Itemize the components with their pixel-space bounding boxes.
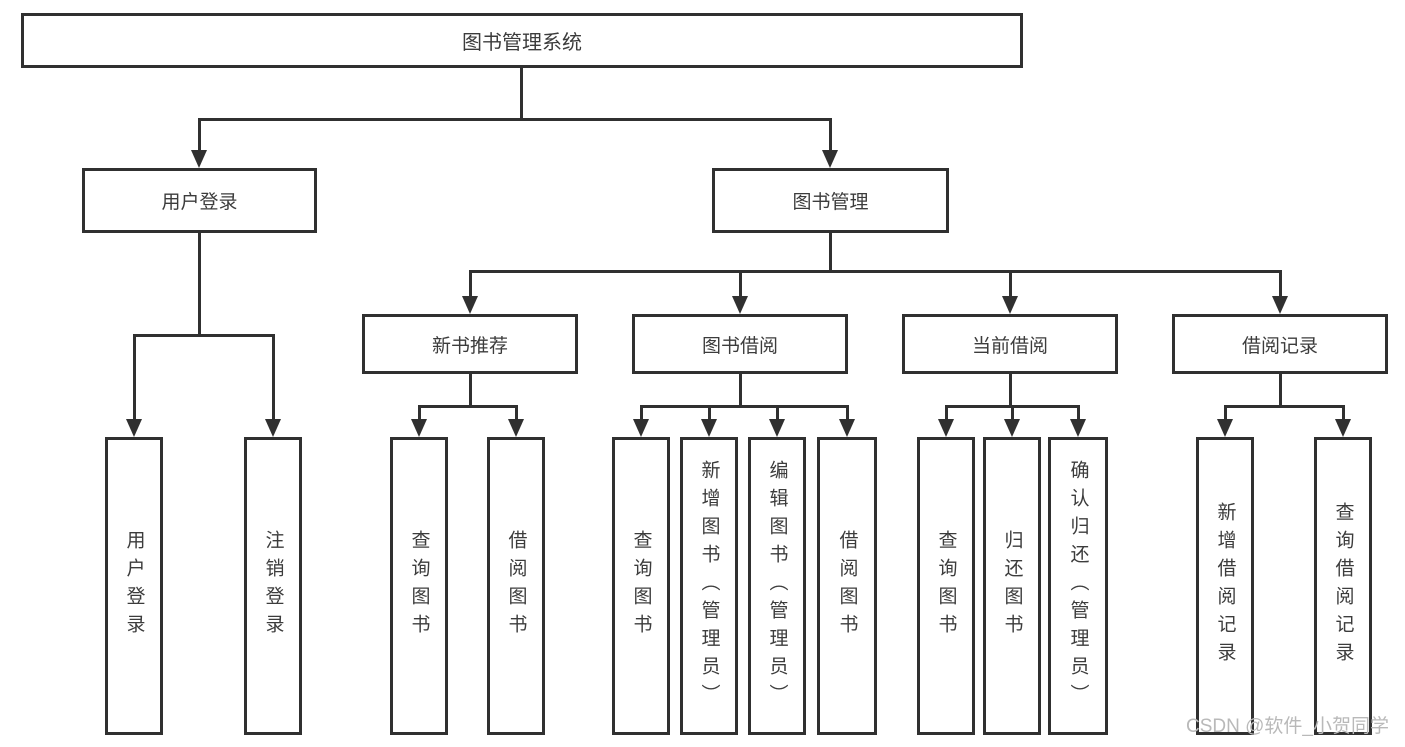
connector-arrow-down (411, 419, 427, 437)
node-new-book-recommend: 新书推荐 (362, 314, 578, 374)
node-label: 借阅记录 (1241, 335, 1318, 357)
leaf-borrow-books: 借阅图书 (817, 437, 877, 735)
connector-line (418, 405, 421, 422)
connector-line (520, 68, 523, 120)
connector-line (739, 374, 742, 408)
node-book-borrow: 图书借阅 (632, 314, 848, 374)
connector-arrow-down (191, 150, 207, 168)
leaf-label: 归还图书 (1001, 530, 1023, 642)
node-label: 当前借阅 (971, 335, 1048, 357)
connector-line (469, 270, 1282, 273)
connector-arrow-down (1272, 296, 1288, 314)
leaf-edit-book-admin: 编辑图书（管理员） (748, 437, 806, 735)
connector-arrow-down (1002, 296, 1018, 314)
connector-arrow-down (462, 296, 478, 314)
leaf-label: 新增借阅记录 (1214, 502, 1236, 670)
connector-line (846, 405, 849, 422)
node-label: 图书借阅 (701, 335, 778, 357)
node-borrow-records: 借阅记录 (1172, 314, 1388, 374)
leaf-logout: 注销登录 (244, 437, 302, 735)
leaf-add-borrow-record: 新增借阅记录 (1196, 437, 1254, 735)
connector-line (1009, 374, 1012, 408)
leaf-label: 新增图书（管理员） (698, 460, 720, 712)
connector-line (198, 233, 201, 336)
connector-line (1009, 270, 1012, 298)
connector-line (469, 374, 472, 408)
leaf-label: 查询借阅记录 (1332, 502, 1354, 670)
node-library-system: 图书管理系统 (21, 13, 1023, 68)
leaf-query-books-current: 查询图书 (917, 437, 975, 735)
connector-line (1279, 374, 1282, 408)
connector-line (133, 334, 136, 422)
connector-arrow-down (1004, 419, 1020, 437)
connector-line (739, 270, 742, 298)
connector-arrow-down (265, 419, 281, 437)
connector-line (1224, 405, 1344, 408)
connector-arrow-down (822, 150, 838, 168)
leaf-label: 查询图书 (408, 530, 430, 642)
node-label: 图书管理系统 (462, 32, 582, 54)
node-label: 新书推荐 (431, 335, 508, 357)
connector-line (1279, 270, 1282, 298)
connector-arrow-down (633, 419, 649, 437)
connector-line (1011, 405, 1014, 422)
leaf-borrow-books-recommend: 借阅图书 (487, 437, 545, 735)
leaf-label: 借阅图书 (836, 530, 858, 642)
leaf-label: 查询图书 (935, 530, 957, 642)
leaf-query-borrow-record: 查询借阅记录 (1314, 437, 1372, 735)
csdn-watermark: CSDN @软件_小贺同学 (1186, 716, 1389, 737)
node-label: 用户登录 (161, 192, 238, 213)
connector-line (133, 334, 275, 337)
leaf-add-book-admin: 新增图书（管理员） (680, 437, 738, 735)
connector-line (1077, 405, 1080, 422)
node-book-management: 图书管理 (712, 168, 949, 233)
connector-line (829, 233, 832, 273)
leaf-query-books-recommend: 查询图书 (390, 437, 448, 735)
node-user-login: 用户登录 (82, 168, 317, 233)
connector-arrow-down (701, 419, 717, 437)
connector-line (272, 334, 275, 422)
node-current-borrow: 当前借阅 (902, 314, 1118, 374)
connector-arrow-down (1217, 419, 1233, 437)
connector-arrow-down (1335, 419, 1351, 437)
connector-line (776, 405, 779, 422)
connector-line (829, 118, 832, 154)
connector-line (515, 405, 518, 422)
leaf-query-books-borrow: 查询图书 (612, 437, 670, 735)
connector-arrow-down (508, 419, 524, 437)
connector-arrow-down (839, 419, 855, 437)
connector-arrow-down (769, 419, 785, 437)
connector-line (640, 405, 643, 422)
leaf-label: 编辑图书（管理员） (766, 460, 788, 712)
connector-arrow-down (732, 296, 748, 314)
leaf-return-book: 归还图书 (983, 437, 1041, 735)
connector-line (469, 270, 472, 298)
connector-line (198, 118, 832, 121)
leaf-user-login: 用户登录 (105, 437, 163, 735)
leaf-label: 确认归还（管理员） (1067, 460, 1089, 712)
connector-line (708, 405, 711, 422)
connector-line (418, 405, 518, 408)
connector-arrow-down (938, 419, 954, 437)
leaf-label: 查询图书 (630, 530, 652, 642)
leaf-label: 用户登录 (123, 530, 145, 642)
connector-line (945, 405, 948, 422)
connector-line (1224, 405, 1227, 422)
connector-line (198, 118, 201, 154)
leaf-label: 借阅图书 (505, 530, 527, 642)
leaf-confirm-return-admin: 确认归还（管理员） (1048, 437, 1108, 735)
node-label: 图书管理 (792, 192, 869, 213)
connector-arrow-down (126, 419, 142, 437)
leaf-label: 注销登录 (262, 530, 284, 642)
connector-arrow-down (1070, 419, 1086, 437)
connector-line (1342, 405, 1345, 422)
connector-line (640, 405, 848, 408)
